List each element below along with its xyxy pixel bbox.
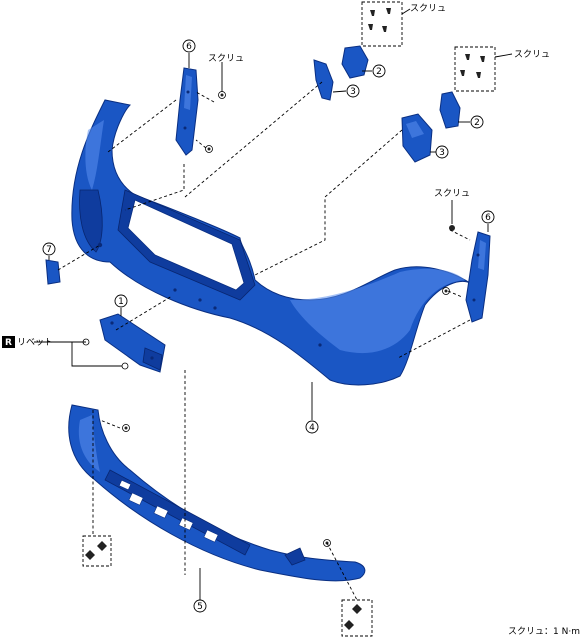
callout-2-right: 2 (470, 115, 484, 129)
callout-3-left-number: 3 (350, 87, 356, 97)
upper-bracket-2-left (341, 45, 369, 79)
callout-3-left: 3 (346, 84, 360, 98)
callout-1: 1 (114, 294, 128, 308)
callout-6-left: 6 (182, 39, 196, 53)
lower-spoiler (68, 404, 366, 582)
clip-set-box-left (82, 535, 112, 567)
upper-bracket-3-right (401, 113, 433, 163)
clip-set-box-right (341, 599, 373, 637)
screw-label-right: スクリュ (514, 49, 550, 60)
upper-bracket-3-left (313, 59, 334, 101)
front-bumper (71, 99, 471, 386)
callout-5-number: 5 (197, 602, 203, 612)
callout-2-right-number: 2 (474, 118, 480, 128)
callout-6-left-number: 6 (186, 42, 192, 52)
rivet-label: R リベット (2, 336, 53, 348)
rivet-text: リベット (17, 338, 53, 348)
right-side-bracket (465, 231, 491, 323)
screw-icon (218, 91, 226, 99)
screw-icon (205, 145, 213, 153)
callout-7-number: 7 (46, 245, 52, 255)
center-bracket (99, 313, 166, 373)
screw-label-right-bracket: スクリュ (434, 188, 470, 199)
callout-3-right-number: 3 (439, 148, 445, 158)
callout-4-number: 4 (309, 423, 315, 433)
callout-4: 4 (305, 420, 319, 434)
callout-2-left: 2 (372, 64, 386, 78)
callout-3-right: 3 (435, 145, 449, 159)
screw-icon (449, 225, 455, 231)
screw-label-top: スクリュ (410, 3, 446, 14)
screw-set-box-top (361, 1, 403, 47)
callout-5: 5 (193, 599, 207, 613)
screw-icon (442, 287, 450, 295)
callout-7: 7 (42, 242, 56, 256)
callout-2-left-number: 2 (376, 67, 382, 77)
left-side-bracket (175, 67, 199, 156)
leader-lines (34, 8, 513, 600)
screw-set-box-right (454, 46, 496, 92)
rivet-mark: R (5, 338, 12, 348)
screw-icon (122, 424, 130, 432)
upper-bracket-2-right (439, 91, 461, 129)
callout-6-right-number: 6 (485, 213, 491, 223)
assembly-lines (57, 81, 471, 601)
left-cover-part-7 (45, 259, 61, 285)
rivet-icon (121, 362, 129, 370)
torque-footnote: スクリュ：1 N·m (508, 626, 580, 637)
callout-1-number: 1 (118, 297, 124, 307)
callout-6-right: 6 (481, 210, 495, 224)
screw-label-left: スクリュ (208, 53, 244, 64)
